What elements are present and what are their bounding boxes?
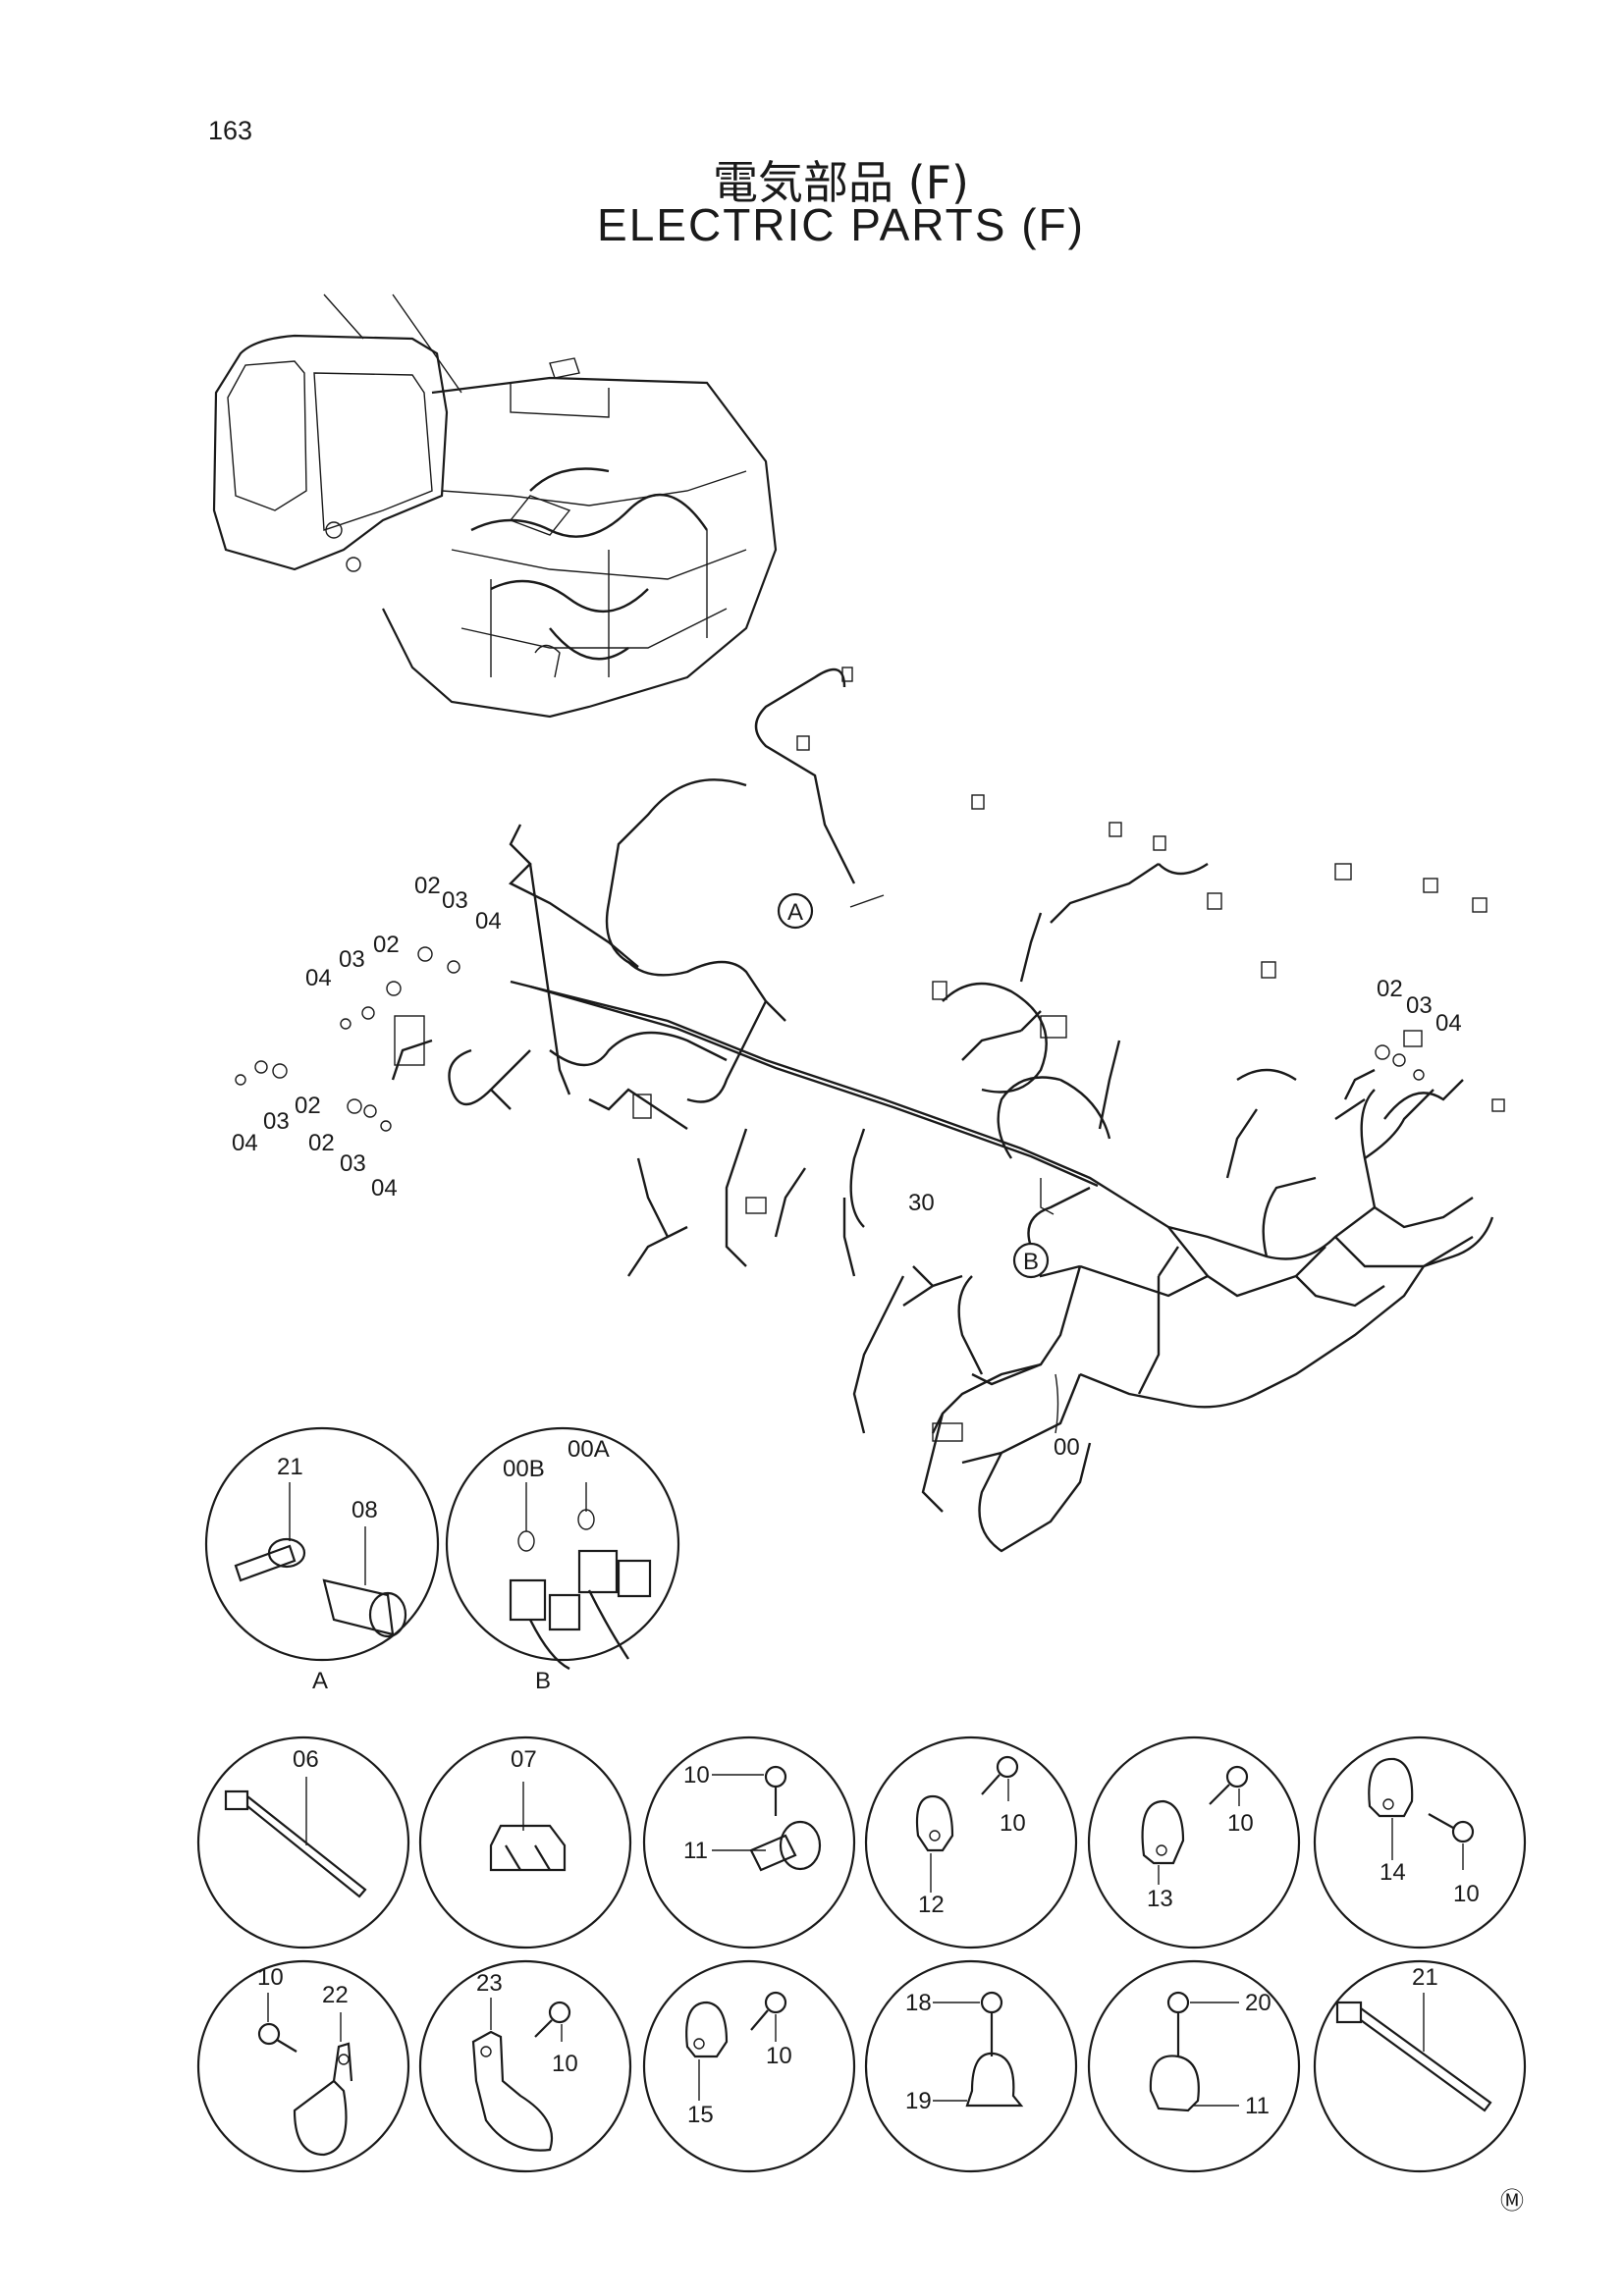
detail-circle-23-10: 23 10 xyxy=(418,1959,632,2173)
callout-04-d: 04 xyxy=(371,1175,398,1201)
detail-14-10-part-14: 14 xyxy=(1380,1859,1406,1886)
detail-circle-06: 06 xyxy=(196,1735,410,1949)
detail-circle-10-15: 15 10 xyxy=(642,1959,856,2173)
callout-04-a: 04 xyxy=(475,908,502,934)
detail-14-10-part-10: 10 xyxy=(1453,1881,1480,1907)
detail-view-a: 21 08 A xyxy=(204,1426,440,1694)
detail-10-13-part-10: 10 xyxy=(1227,1810,1254,1837)
callout-03-b: 03 xyxy=(339,946,365,973)
detail-20-11-part-20: 20 xyxy=(1245,1990,1271,2016)
callout-04-e: 04 xyxy=(1435,1010,1462,1037)
detail-circle-20-11: 20 11 xyxy=(1087,1959,1301,2173)
detail-view-b: 00B 00A B xyxy=(445,1426,680,1694)
detail-10-12-part-10: 10 xyxy=(1000,1810,1026,1837)
callout-03-d: 03 xyxy=(340,1150,366,1177)
callout-02-d: 02 xyxy=(308,1130,335,1156)
detail-07-part: 07 xyxy=(511,1746,537,1773)
detail-b-label: B xyxy=(535,1668,551,1694)
detail-circle-21: 21 xyxy=(1313,1959,1527,2173)
detail-23-10-part-23: 23 xyxy=(476,1970,503,1997)
detail-10-15-part-15: 15 xyxy=(687,2102,714,2128)
main-wiring-harness-drawing xyxy=(235,667,1505,1553)
detail-10-15-part-10: 10 xyxy=(766,2043,792,2069)
callout-view-a-label: A xyxy=(787,899,803,926)
callout-view-b: B xyxy=(1012,1242,1050,1279)
detail-10-11-part-10: 10 xyxy=(683,1762,710,1789)
callout-view-a: A xyxy=(777,892,814,930)
detail-circle-14-10: 14 10 xyxy=(1313,1735,1527,1949)
detail-18-19-part-19: 19 xyxy=(905,2088,932,2114)
page-title-japanese: 電気部品 (F) xyxy=(713,156,969,209)
detail-10-13-part-13: 13 xyxy=(1147,1886,1173,1912)
detail-10-22-part-22: 22 xyxy=(322,1982,349,2008)
callout-03-c: 03 xyxy=(263,1108,290,1135)
machine-overview-drawing xyxy=(212,294,778,719)
detail-10-22-part-10: 10 xyxy=(257,1964,284,1991)
detail-circle-10-22: 10 22 xyxy=(196,1959,410,2173)
callout-harness-30: 30 xyxy=(908,1190,935,1216)
callout-02-b: 02 xyxy=(373,932,400,958)
callout-04-c: 04 xyxy=(232,1130,258,1156)
detail-20-11-part-11: 11 xyxy=(1245,2093,1270,2119)
callout-04-b: 04 xyxy=(305,965,332,991)
detail-10-11-part-11: 11 xyxy=(683,1838,708,1864)
detail-a-part-08: 08 xyxy=(352,1497,378,1523)
detail-circle-10-11: 10 11 xyxy=(642,1735,856,1949)
detail-b-part-00a: 00A xyxy=(568,1436,610,1463)
callout-03-e: 03 xyxy=(1406,992,1433,1019)
copyright-mark: Ⓜ xyxy=(1500,2188,1524,2215)
detail-circle-10-13: 13 10 xyxy=(1087,1735,1301,1949)
page-title-english: ELECTRIC PARTS (F) xyxy=(597,199,1085,250)
callout-02-e: 02 xyxy=(1377,976,1403,1002)
callout-02-c: 02 xyxy=(295,1093,321,1119)
detail-a-part-21: 21 xyxy=(277,1454,303,1480)
detail-10-12-part-12: 12 xyxy=(918,1892,945,1918)
detail-a-label: A xyxy=(312,1668,328,1694)
callout-02-a: 02 xyxy=(414,873,441,899)
detail-circle-18-19: 18 19 xyxy=(864,1959,1078,2173)
detail-circle-10-12: 12 10 xyxy=(864,1735,1078,1949)
callout-view-b-label: B xyxy=(1023,1249,1039,1275)
detail-23-10-part-10: 10 xyxy=(552,2051,578,2077)
page-number: 163 xyxy=(208,116,253,145)
callout-harness-00: 00 xyxy=(1054,1434,1080,1461)
callout-03-a: 03 xyxy=(442,887,468,914)
detail-06-part: 06 xyxy=(293,1746,319,1773)
detail-circle-07: 07 xyxy=(418,1735,632,1949)
detail-21-part: 21 xyxy=(1412,1964,1438,1991)
detail-b-part-00b: 00B xyxy=(503,1456,545,1482)
detail-18-19-part-18: 18 xyxy=(905,1990,932,2016)
